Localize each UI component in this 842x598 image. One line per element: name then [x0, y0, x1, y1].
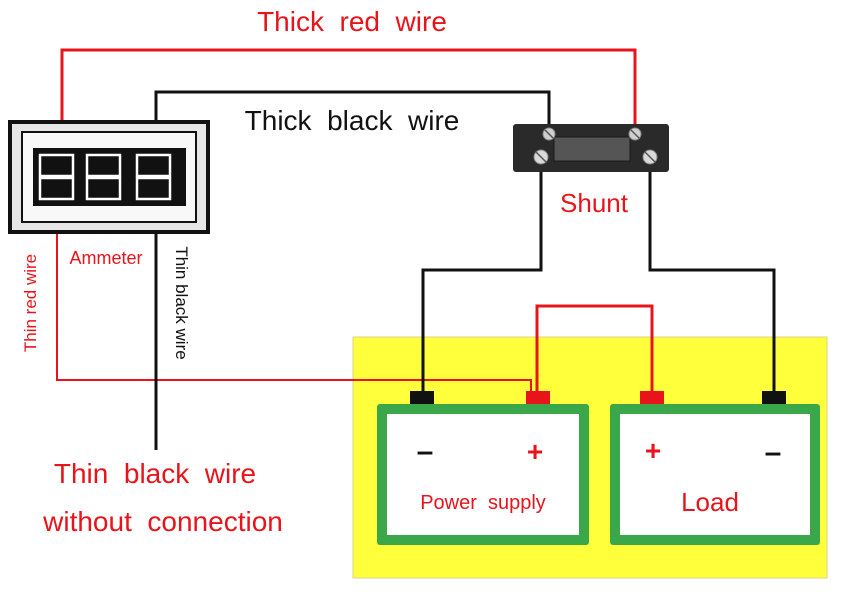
power-supply-negative-terminal [410, 391, 434, 404]
ammeter-digit-3 [135, 153, 172, 201]
load-negative-terminal [762, 391, 786, 404]
load-plus-sign: + [645, 435, 661, 466]
shunt-left-screw-top [542, 127, 556, 141]
ammeter-label: Ammeter [69, 248, 142, 268]
thin-black-wire-no-connection-line2: without connection [42, 506, 283, 537]
shunt-to-load-negative-wire [648, 170, 776, 391]
thick-red-wire [60, 48, 637, 135]
load-box [610, 391, 820, 545]
power-supply-box [377, 391, 589, 545]
shunt-to-power-supply-negative-wire [421, 170, 543, 391]
shunt-left-screw-bottom [533, 149, 549, 165]
shunt [513, 124, 669, 172]
shunt-right-screw-bottom [642, 149, 658, 165]
load-label: Load [681, 487, 739, 517]
power-supply-label: Power supply [420, 492, 546, 514]
thin-black-wire-no-connection-line1: Thin black wire [54, 458, 256, 489]
thick-red-wire-label: Thick red wire [257, 6, 447, 37]
load-positive-terminal [640, 391, 664, 404]
power-supply-positive-terminal [526, 391, 550, 404]
load-minus-sign: – [765, 436, 782, 469]
thick-black-wire-label: Thick black wire [245, 105, 460, 136]
power-supply-minus-sign: – [417, 435, 434, 468]
ammeter [8, 120, 210, 234]
shunt-right-screw-top [628, 127, 642, 141]
thin-black-wire-vertical-label: Thin black wire [172, 246, 191, 359]
ammeter-digit-2 [85, 153, 122, 201]
thick-black-wire [154, 90, 551, 135]
ammeter-digit-1 [38, 153, 75, 201]
shunt-label: Shunt [560, 188, 629, 218]
power-supply-to-load-red-wire [535, 304, 654, 391]
power-supply-plus-sign: + [527, 436, 543, 467]
thin-red-wire-label: Thin red wire [21, 254, 40, 352]
thin-red-wire [56, 230, 532, 391]
